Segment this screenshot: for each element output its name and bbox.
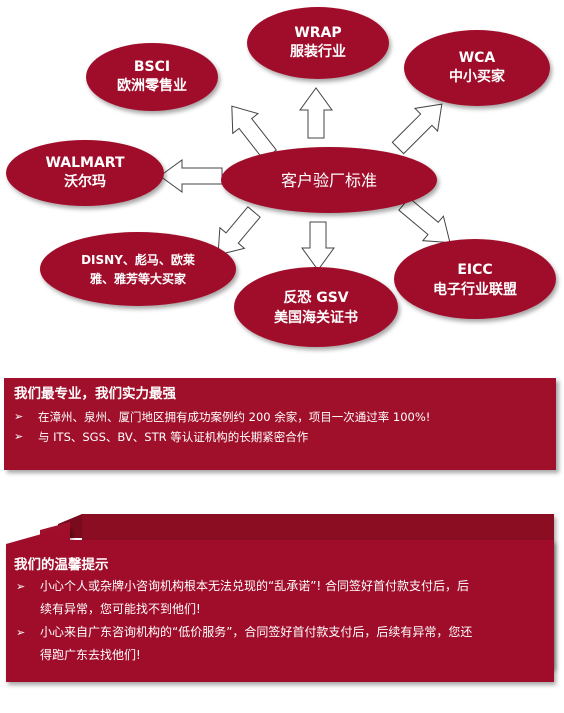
node-walmart-subtitle: 沃尔玛 xyxy=(64,173,106,190)
arrow-to-walmart xyxy=(159,159,223,193)
arrow-to-eicc xyxy=(398,197,451,244)
node-center xyxy=(221,147,437,213)
node-disny-line2: 雅、雅芳等大买家 xyxy=(89,271,187,286)
node-bsci xyxy=(86,43,218,111)
node-wca xyxy=(404,30,550,106)
list-item: ➢ 与 ITS、SGS、BV、STR 等认证机构的长期紧密合作 xyxy=(8,427,552,447)
list-item: ➢ 在漳州、泉州、厦门地区拥有成功案例约 200 余家，项目一次通过率 100%… xyxy=(8,407,552,427)
list-item-text: 小心来自广东咨询机构的“低价服务”，合同签好首付款支付后，后续有异常，您还得跑广… xyxy=(40,625,473,662)
tips-panel: 我们的温馨提示 ➢ 小心个人或杂牌小咨询机构根本无法兑现的“乱承诺”! 合同签好… xyxy=(0,500,564,713)
node-wca-subtitle: 中小买家 xyxy=(449,68,506,85)
strengths-panel: 我们最专业，我们实力最强 ➢ 在漳州、泉州、厦门地区拥有成功案例约 200 余家… xyxy=(4,378,556,470)
node-walmart-title: WALMART xyxy=(45,155,124,171)
node-wrap-subtitle: 服装行业 xyxy=(290,43,346,60)
list-item-text: 与 ITS、SGS、BV、STR 等认证机构的长期紧密合作 xyxy=(38,430,309,444)
bullet-arrow-icon: ➢ xyxy=(16,626,26,639)
node-gsv-title: 反恐 GSV xyxy=(283,289,348,306)
node-bsci-subtitle: 欧洲零售业 xyxy=(117,77,187,94)
bullet-arrow-icon: ➢ xyxy=(14,430,24,443)
arrow-to-wca xyxy=(391,103,443,155)
arrow-to-bsci xyxy=(231,105,278,161)
tips-list: ➢ 小心个人或杂牌小咨询机构根本无法兑现的“乱承诺”! 合同签好首付款支付后，后… xyxy=(6,575,476,667)
node-eicc-title: EICC xyxy=(457,262,492,278)
bullet-arrow-icon: ➢ xyxy=(14,410,24,423)
verification-standards-diagram: BSCI 欧洲零售业 WRAP 服装行业 WCA 中小买家 WALMART 沃尔… xyxy=(6,7,556,347)
node-bsci-title: BSCI xyxy=(134,59,170,75)
node-wca-title: WCA xyxy=(459,50,496,66)
node-gsv-subtitle: 美国海关证书 xyxy=(274,309,358,326)
node-wrap-title: WRAP xyxy=(294,25,341,41)
list-item-text: 小心个人或杂牌小咨询机构根本无法兑现的“乱承诺”! 合同签好首付款支付后，后续有… xyxy=(40,579,470,616)
center-label: 客户验厂标准 xyxy=(281,171,377,190)
tips-heading: 我们的温馨提示 xyxy=(14,557,109,573)
node-disny xyxy=(40,232,236,306)
node-wrap xyxy=(247,7,389,79)
strengths-heading: 我们最专业，我们实力最强 xyxy=(14,386,176,402)
strengths-list: ➢ 在漳州、泉州、厦门地区拥有成功案例约 200 余家，项目一次通过率 100%… xyxy=(8,407,552,447)
list-item: ➢ 小心个人或杂牌小咨询机构根本无法兑现的“乱承诺”! 合同签好首付款支付后，后… xyxy=(6,575,476,621)
node-eicc xyxy=(394,239,556,319)
list-item-text: 在漳州、泉州、厦门地区拥有成功案例约 200 余家，项目一次通过率 100%! xyxy=(38,410,431,424)
bullet-arrow-icon: ➢ xyxy=(16,580,26,593)
node-gsv xyxy=(234,267,398,347)
node-disny-line1: DISNY、彪马、欧莱 xyxy=(81,252,195,267)
tips-panel-background xyxy=(6,514,554,682)
list-item: ➢ 小心来自广东咨询机构的“低价服务”，合同签好首付款支付后，后续有异常，您还得… xyxy=(6,621,476,667)
arrow-to-disny xyxy=(217,206,261,256)
arrow-to-gsv xyxy=(301,221,335,271)
node-walmart xyxy=(6,140,164,206)
arrow-to-wrap xyxy=(299,87,333,139)
node-eicc-subtitle: 电子行业联盟 xyxy=(433,281,517,298)
